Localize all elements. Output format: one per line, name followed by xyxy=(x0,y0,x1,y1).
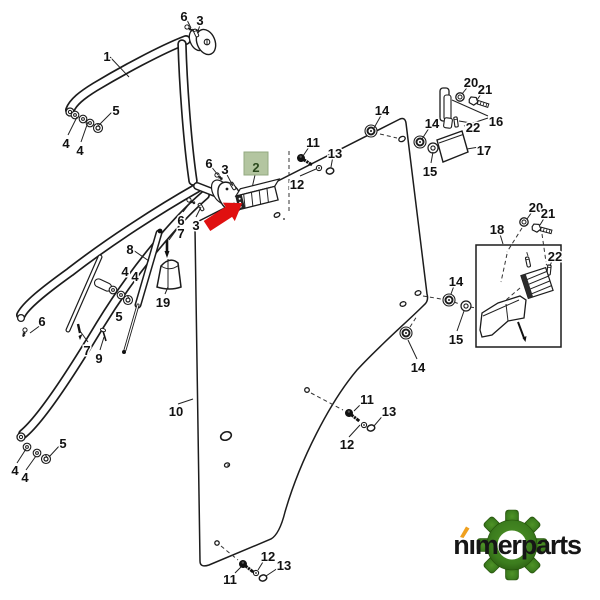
part-callout-20: 20 xyxy=(464,75,478,90)
leader-lines xyxy=(16,17,554,577)
part-callout-6: 6 xyxy=(38,314,45,329)
top-hinge-plate xyxy=(183,23,217,56)
part-callout-4: 4 xyxy=(21,470,29,485)
door-glass xyxy=(194,117,429,567)
part-callout-8: 8 xyxy=(126,242,133,257)
part-callout-22: 22 xyxy=(466,120,480,135)
highlighted-part-box[interactable] xyxy=(243,151,269,176)
part-callout-12: 12 xyxy=(340,437,354,452)
part-callout-20: 20 xyxy=(529,200,543,215)
part-callout-11: 11 xyxy=(360,392,374,407)
door-frame-tubes xyxy=(16,35,210,442)
bumper-stop xyxy=(156,240,182,290)
part-callout-17: 17 xyxy=(477,143,491,158)
part-callout-4: 4 xyxy=(62,136,70,151)
part-callout-7: 7 xyxy=(83,343,90,358)
part-callout-22: 22 xyxy=(548,249,562,264)
logo-accent-mark xyxy=(460,526,470,538)
part-callout-11: 11 xyxy=(306,135,320,150)
part-callout-14: 14 xyxy=(425,116,440,131)
part-callout-19: 19 xyxy=(156,295,170,310)
part-callout-3: 3 xyxy=(221,162,228,177)
part-callout-1: 1 xyxy=(103,49,110,64)
part-callout-13: 13 xyxy=(382,404,396,419)
part-callout-16: 16 xyxy=(489,114,503,129)
tube-eyelet xyxy=(16,313,26,323)
part-callout-4: 4 xyxy=(121,264,129,279)
pin-and-clip xyxy=(76,323,107,342)
part-callout-6: 6 xyxy=(205,156,212,171)
part-callout-5: 5 xyxy=(112,103,119,118)
selection-arrow xyxy=(203,202,243,232)
part-callout-7: 7 xyxy=(177,226,184,241)
construction-lines xyxy=(220,133,549,561)
part-callout-13: 13 xyxy=(328,146,342,161)
glass-hole xyxy=(214,135,422,546)
logo: nımerparts xyxy=(453,509,582,581)
gas-strut xyxy=(65,228,163,354)
part-callout-14: 14 xyxy=(375,103,390,118)
part-callout-3: 3 xyxy=(192,218,199,233)
part-callout-12: 12 xyxy=(290,177,304,192)
part-callout-3: 3 xyxy=(196,13,203,28)
part-callout-10: 10 xyxy=(169,404,183,419)
part-callout-18: 18 xyxy=(490,222,504,237)
part-callout-6: 6 xyxy=(180,9,187,24)
part-callout-21: 21 xyxy=(478,82,492,97)
part-callout-2[interactable]: 2 xyxy=(252,160,259,175)
part-callout-5: 5 xyxy=(59,436,66,451)
part-2-hinge-block xyxy=(234,178,281,211)
logo-wordmark: nımerparts xyxy=(453,530,581,560)
gear-icon xyxy=(476,509,548,581)
part-callout-5: 5 xyxy=(115,309,122,324)
part-callout-14: 14 xyxy=(411,360,426,375)
part-callout-14: 14 xyxy=(449,274,464,289)
bolt-set-mid xyxy=(342,406,377,433)
detail-box-18 xyxy=(475,217,562,348)
part-callout-11: 11 xyxy=(223,572,237,587)
part-callout-12: 12 xyxy=(261,549,275,564)
part-callout-4: 4 xyxy=(131,269,139,284)
frame-bolt-6 xyxy=(20,326,29,339)
part-callout-13: 13 xyxy=(277,558,291,573)
part-callout-4: 4 xyxy=(76,143,84,158)
part-callout-21: 21 xyxy=(541,206,555,221)
tube-eyelet xyxy=(16,432,26,442)
pad-17 xyxy=(436,130,469,163)
hinge-assembly-16 xyxy=(439,87,491,129)
part-callout-4: 4 xyxy=(11,463,19,478)
part-callout-6: 6 xyxy=(177,213,184,228)
part-callout-9: 9 xyxy=(95,351,102,366)
part-callout-15: 15 xyxy=(423,164,437,179)
part-callout-15: 15 xyxy=(449,332,463,347)
